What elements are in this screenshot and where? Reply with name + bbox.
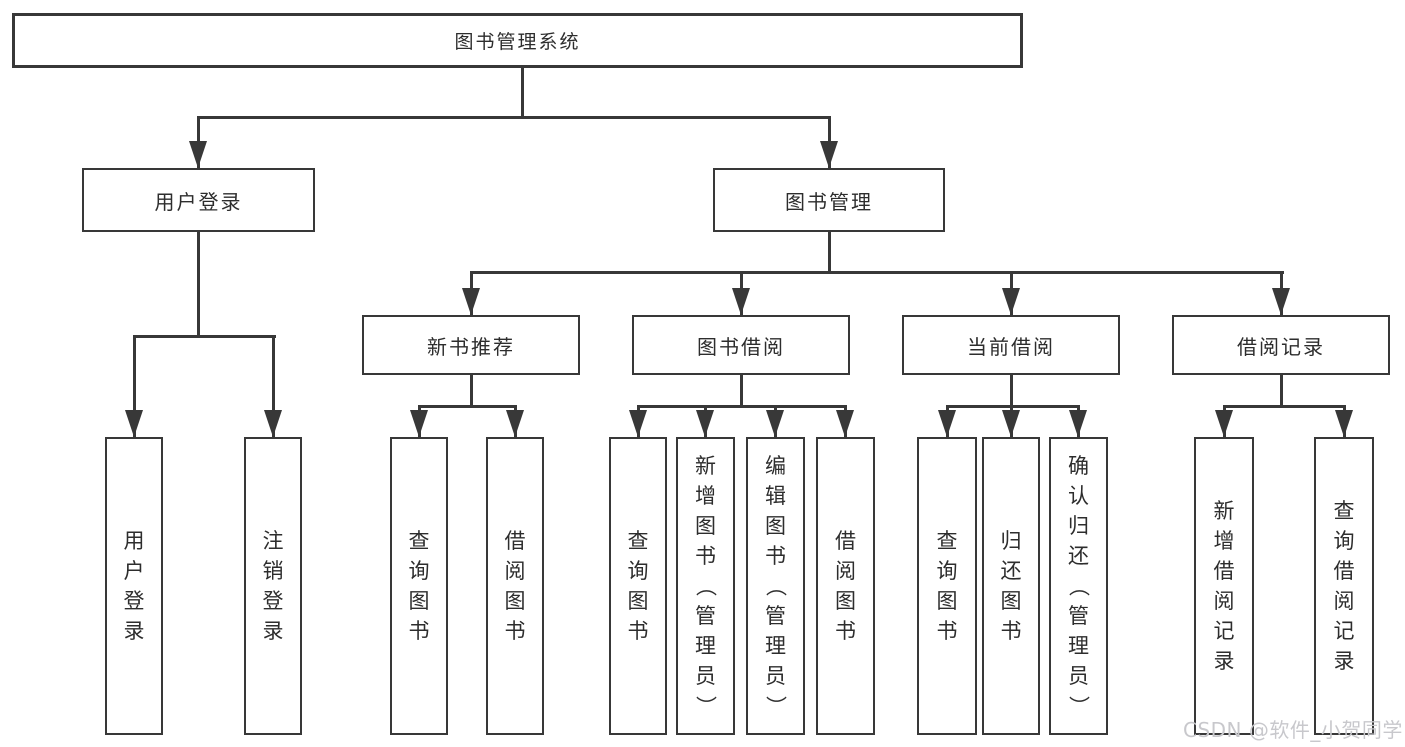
connector-line — [1009, 375, 1013, 408]
arrow-down-icon — [189, 141, 207, 168]
arrow-down-icon — [264, 410, 282, 437]
connector-line — [196, 116, 831, 119]
connector-line — [1222, 405, 1346, 408]
arrow-down-icon — [820, 141, 838, 168]
leaf-add-borrow-record: 新增借阅记录 — [1194, 437, 1254, 735]
connector-line — [196, 232, 200, 338]
connector-line — [469, 375, 473, 408]
leaf-edit-books-admin: 编辑图书（管理员） — [746, 437, 805, 735]
arrow-down-icon — [506, 410, 524, 437]
connector-line — [1279, 375, 1283, 408]
arrow-down-icon — [732, 288, 750, 315]
leaf-borrow-books: 借阅图书 — [816, 437, 875, 735]
arrow-down-icon — [1002, 288, 1020, 315]
connector-line — [132, 335, 276, 338]
arrow-down-icon — [125, 410, 143, 437]
watermark: CSDN @软件_小贺同学 — [1183, 718, 1403, 742]
leaf-user-login: 用户登录 — [105, 437, 163, 735]
arrow-down-icon — [462, 288, 480, 315]
arrow-down-icon — [1272, 288, 1290, 315]
arrow-down-icon — [1335, 410, 1353, 437]
node-library-management-system: 图书管理系统 — [12, 13, 1023, 68]
arrow-down-icon — [766, 410, 784, 437]
node-book-management: 图书管理 — [713, 168, 945, 232]
connector-line — [945, 405, 1080, 408]
arrow-down-icon — [836, 410, 854, 437]
leaf-query-borrow-record: 查询借阅记录 — [1314, 437, 1374, 735]
leaf-query-books-borrow: 查询图书 — [609, 437, 667, 735]
leaf-add-books-admin: 新增图书（管理员） — [676, 437, 735, 735]
arrow-down-icon — [1215, 410, 1233, 437]
leaf-return-books: 归还图书 — [982, 437, 1040, 735]
leaf-query-books-recommend: 查询图书 — [390, 437, 448, 735]
node-borrow-records: 借阅记录 — [1172, 315, 1390, 375]
leaf-query-books-current: 查询图书 — [917, 437, 977, 735]
arrow-down-icon — [696, 410, 714, 437]
connector-line — [636, 405, 847, 408]
connector-line — [271, 335, 275, 437]
connector-line — [417, 405, 517, 408]
node-book-borrow: 图书借阅 — [632, 315, 850, 375]
node-current-borrow: 当前借阅 — [902, 315, 1120, 375]
connector-line — [469, 271, 1284, 274]
connector-line — [739, 375, 743, 408]
arrow-down-icon — [1002, 410, 1020, 437]
connector-line — [827, 232, 831, 274]
arrow-down-icon — [938, 410, 956, 437]
connector-line — [132, 335, 136, 437]
arrow-down-icon — [1069, 410, 1087, 437]
leaf-logout: 注销登录 — [244, 437, 302, 735]
connector-line — [520, 68, 524, 119]
node-user-login: 用户登录 — [82, 168, 315, 232]
leaf-confirm-return-admin: 确认归还（管理员） — [1049, 437, 1108, 735]
node-new-book-recommend: 新书推荐 — [362, 315, 580, 375]
arrow-down-icon — [629, 410, 647, 437]
leaf-borrow-books-recommend: 借阅图书 — [486, 437, 544, 735]
arrow-down-icon — [410, 410, 428, 437]
